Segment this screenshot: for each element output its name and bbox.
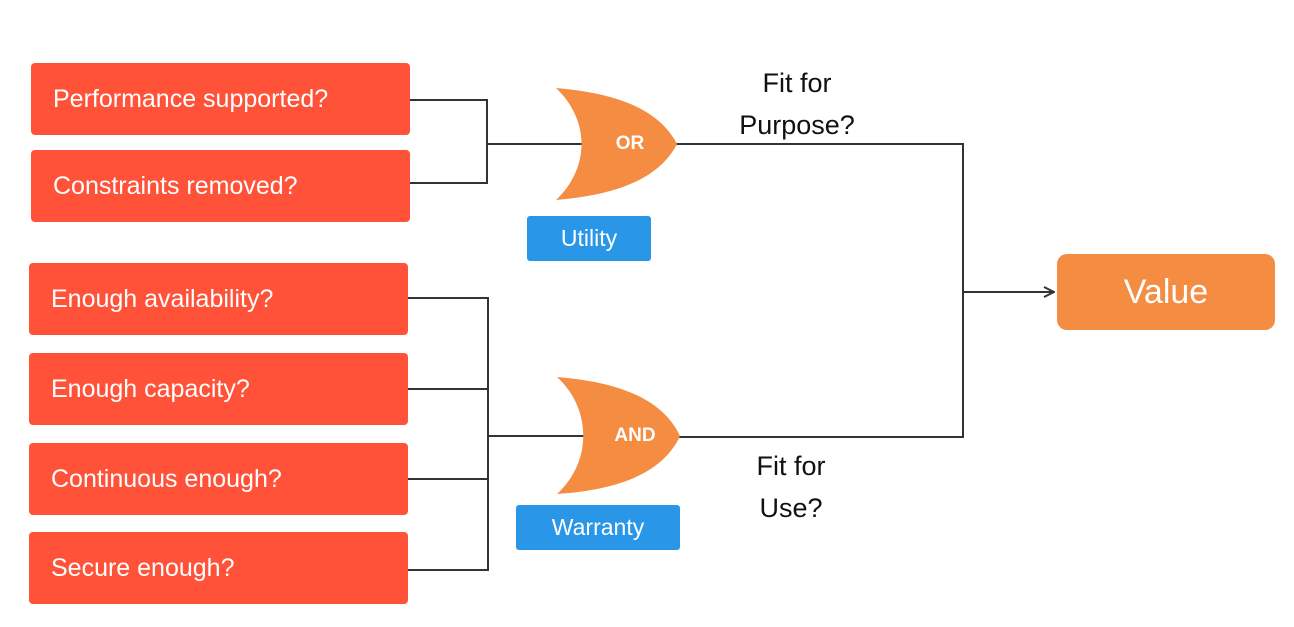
and-gate-label: AND — [614, 425, 656, 446]
fit-for-purpose-label: Fit for Purpose? — [717, 62, 877, 146]
utility-tag: Utility — [527, 216, 651, 261]
input-enough-availability: Enough availability? — [29, 263, 408, 335]
connector-performance — [410, 99, 488, 184]
value-label: Value — [1123, 272, 1209, 311]
connector-warranty-bus — [408, 297, 489, 571]
input-secure-enough: Secure enough? — [29, 532, 408, 604]
fit-for-use-label: Fit for Use? — [711, 445, 871, 529]
warranty-tag: Warranty — [516, 505, 680, 550]
or-gate-label: OR — [615, 133, 645, 154]
input-label: Continuous enough? — [51, 464, 282, 493]
input-label: Performance supported? — [53, 84, 329, 113]
input-label: Secure enough? — [51, 553, 235, 582]
input-label: Enough availability? — [51, 284, 274, 313]
input-performance-supported: Performance supported? — [31, 63, 410, 135]
value-box: Value — [1057, 254, 1275, 330]
and-gate-shape — [557, 377, 680, 494]
input-continuous-enough: Continuous enough? — [29, 443, 408, 515]
or-gate-shape — [556, 88, 677, 200]
input-constraints-removed: Constraints removed? — [31, 150, 410, 222]
fit-for-use-line2: Use? — [759, 493, 823, 523]
input-label: Constraints removed? — [53, 171, 298, 200]
input-label: Enough capacity? — [51, 374, 250, 403]
fit-for-purpose-line2: Purpose? — [739, 110, 855, 140]
input-enough-capacity: Enough capacity? — [29, 353, 408, 425]
fit-for-use-line1: Fit for — [756, 451, 826, 481]
connector-or-output — [676, 143, 964, 438]
fit-for-purpose-line1: Fit for — [762, 68, 832, 98]
